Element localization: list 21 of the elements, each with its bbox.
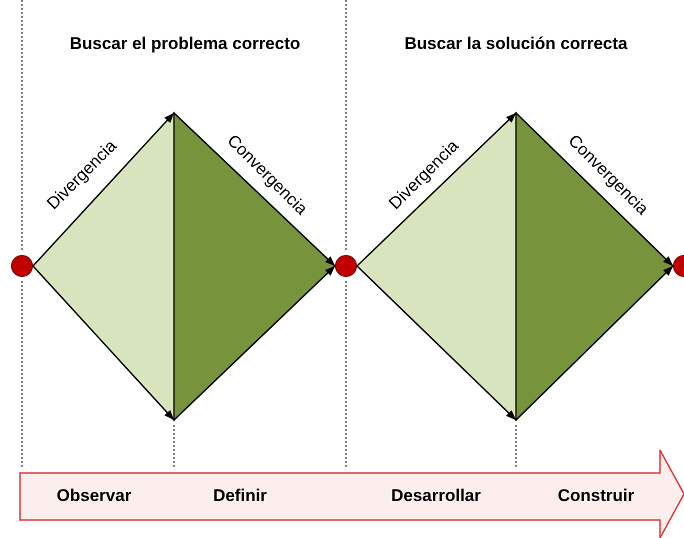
arrow	[174, 266, 336, 420]
arrow	[356, 266, 516, 420]
start-circle	[11, 255, 33, 277]
arrow	[356, 112, 516, 266]
arrow	[32, 266, 175, 420]
section-heading: Buscar la solución correcta	[404, 34, 628, 54]
arrow	[516, 266, 674, 420]
arrow	[32, 112, 175, 266]
phase-label: Definir	[213, 486, 267, 506]
diamond-half	[357, 113, 516, 420]
diamond-half	[33, 113, 174, 420]
phase-label: Construir	[558, 486, 634, 506]
section-heading: Buscar el problema correcto	[70, 34, 300, 54]
arrow	[516, 112, 674, 266]
phase-label: Observar	[56, 486, 132, 506]
diamond-half	[516, 113, 673, 420]
diamond-half	[174, 113, 335, 420]
phase-label: Desarrollar	[391, 486, 481, 506]
start-circle	[335, 255, 357, 277]
arrow	[174, 112, 336, 266]
phase-arrow	[20, 450, 684, 538]
